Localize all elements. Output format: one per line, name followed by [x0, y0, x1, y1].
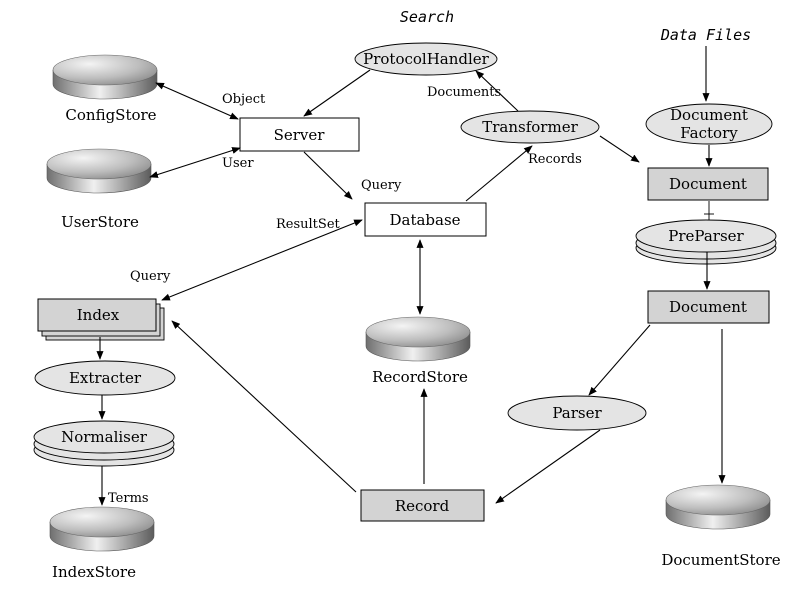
edges	[96, 46, 726, 506]
normaliser-node: Normaliser	[33, 420, 175, 467]
transformer-node: Transformer	[460, 110, 600, 144]
edge-transformer-document	[599, 135, 640, 163]
edge-database-index	[161, 219, 363, 301]
edge-protocolhandler-server	[303, 69, 371, 117]
index-store: IndexStore	[49, 506, 155, 581]
normaliser-label: Normaliser	[61, 428, 148, 446]
edge-label-records: Records	[528, 152, 582, 167]
edge-userstore-server	[149, 147, 241, 178]
edge-label-object: Object	[222, 92, 266, 107]
pre-parser-node: PreParser	[635, 219, 777, 265]
edge-label-query-index: Query	[130, 269, 171, 284]
document-factory-label-line1: Document	[670, 106, 748, 124]
edge-configstore-server	[155, 82, 239, 120]
edge-label-terms: Terms	[108, 491, 149, 506]
server-label: Server	[274, 126, 326, 144]
edge-label-resultset: ResultSet	[276, 217, 341, 232]
record-store: RecordStore	[365, 316, 471, 386]
edge-record-index	[171, 320, 357, 493]
edge-transformer-protocolhandler	[475, 70, 519, 112]
database-label: Database	[389, 211, 460, 229]
document-mid-label: Document	[669, 298, 747, 316]
transformer-label: Transformer	[482, 118, 578, 136]
document-box-top: Document	[647, 167, 769, 201]
edge-document-parser	[588, 324, 651, 396]
user-store: UserStore	[46, 148, 152, 231]
document-top-label: Document	[669, 175, 747, 193]
edge-label-user: User	[222, 156, 254, 171]
edge-database-transformer	[465, 145, 533, 202]
record-box: Record	[360, 489, 485, 522]
document-store: DocumentStore	[661, 484, 781, 569]
protocol-handler-label: ProtocolHandler	[363, 50, 490, 68]
extracter-label: Extracter	[69, 369, 142, 387]
edge-server-database	[303, 151, 353, 200]
index-box-stack: Index	[37, 298, 165, 341]
data-files-source-label: Data Files	[660, 26, 751, 44]
parser-label: Parser	[552, 404, 602, 422]
edge-label-query-server-db: Query	[361, 178, 402, 193]
config-store-label: ConfigStore	[65, 106, 156, 124]
edge-parser-record	[495, 429, 601, 504]
document-box-mid: Document	[647, 290, 770, 324]
protocol-handler-node: ProtocolHandler	[354, 42, 498, 76]
document-factory-node: Document Factory	[645, 103, 773, 145]
database-box: Database	[364, 202, 487, 237]
record-label: Record	[395, 497, 450, 515]
search-source-label: Search	[400, 8, 454, 26]
extracter-node: Extracter	[34, 360, 176, 396]
document-factory-label-line2: Factory	[680, 124, 738, 142]
edge-label-documents: Documents	[427, 85, 501, 100]
record-store-label: RecordStore	[372, 368, 468, 386]
index-store-label: IndexStore	[52, 563, 136, 581]
index-label: Index	[77, 306, 120, 324]
pre-parser-label: PreParser	[668, 227, 744, 245]
server-box: Server	[239, 117, 360, 152]
config-store: ConfigStore	[52, 54, 158, 124]
parser-node: Parser	[507, 395, 647, 431]
user-store-label: UserStore	[61, 213, 139, 231]
document-store-label: DocumentStore	[661, 551, 780, 569]
